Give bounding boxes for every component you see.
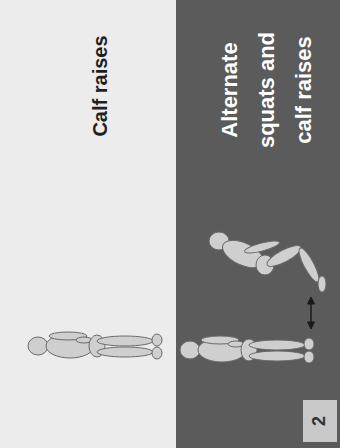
exercise-panel: Calf raises bbox=[0, 0, 176, 448]
dark-panel-fill bbox=[176, 0, 340, 448]
squat-figure bbox=[209, 232, 326, 292]
exercise-title: Alternate squats and calf raises bbox=[211, 20, 322, 160]
number-box-fill bbox=[303, 400, 337, 442]
alternate-arrow bbox=[308, 297, 315, 329]
standing-figure bbox=[28, 332, 162, 359]
step-number: 2 bbox=[309, 402, 331, 440]
light-panel-fill bbox=[0, 0, 176, 448]
exercise-title: Calf raises bbox=[88, 6, 112, 166]
exercise-panel: Alternate squats and calf raises 2 bbox=[176, 0, 340, 448]
standing-figure bbox=[180, 336, 314, 363]
step-number-box: 2 bbox=[303, 400, 337, 442]
